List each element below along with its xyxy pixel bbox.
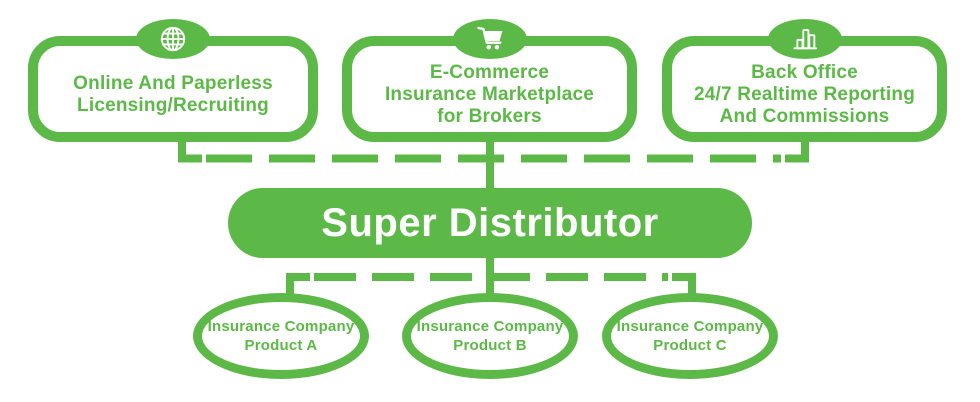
node-label-line: E-Commerce (429, 62, 550, 83)
ellipse-label-product-c: Insurance Company Product C (617, 317, 764, 355)
connector-right-stub-bottom (672, 273, 696, 296)
node-back-office-reporting: Back Office 24/7 Realtime Reporting And … (662, 19, 947, 142)
node-ecommerce-marketplace: E-Commerce Insurance Marketplace for Bro… (342, 19, 637, 142)
connector-right-stub-top (785, 138, 809, 163)
node-label-line: Insurance Company (616, 318, 764, 335)
node-label-back-office: Back Office 24/7 Realtime Reporting And … (694, 50, 915, 128)
node-online-paperless-licensing: Online And Paperless Licensing/Recruitin… (28, 19, 318, 142)
node-label-line: Insurance Company (416, 318, 564, 335)
node-label-line: for Brokers (437, 106, 542, 127)
bar-chart-badge (767, 19, 842, 59)
node-label-line: Online And Paperless (73, 73, 273, 94)
hub-label: Super Distributor (321, 200, 659, 245)
globe-icon (160, 26, 186, 52)
node-label-ecommerce: E-Commerce Insurance Marketplace for Bro… (385, 50, 594, 128)
node-label-line: Insurance Marketplace (384, 84, 595, 105)
node-label-line: Product B (453, 337, 527, 354)
node-label-line: Insurance Company (207, 318, 355, 335)
connector-left-stub-bottom (286, 273, 310, 296)
cart-badge (452, 19, 527, 59)
node-insurance-product-c: Insurance Company Product C (602, 293, 778, 379)
node-label-line: Back Office (751, 62, 858, 83)
node-label-line: Licensing/Recruiting (77, 95, 269, 116)
node-super-distributor: Super Distributor (228, 188, 752, 258)
globe-badge (136, 19, 210, 59)
node-label-online-paperless: Online And Paperless Licensing/Recruitin… (73, 61, 273, 117)
node-label-line: Product C (653, 337, 727, 354)
node-label-line: 24/7 Realtime Reporting (693, 84, 916, 105)
node-insurance-product-b: Insurance Company Product B (402, 293, 578, 379)
node-label-line: And Commissions (719, 106, 890, 127)
cart-icon (476, 26, 502, 50)
node-insurance-product-a: Insurance Company Product A (193, 293, 369, 379)
ellipse-label-product-a: Insurance Company Product A (208, 317, 355, 355)
ellipse-label-product-b: Insurance Company Product B (417, 317, 564, 355)
bar-chart-icon (792, 29, 817, 50)
node-label-line: Product A (244, 337, 318, 354)
connector-left-stub-top (178, 138, 202, 163)
